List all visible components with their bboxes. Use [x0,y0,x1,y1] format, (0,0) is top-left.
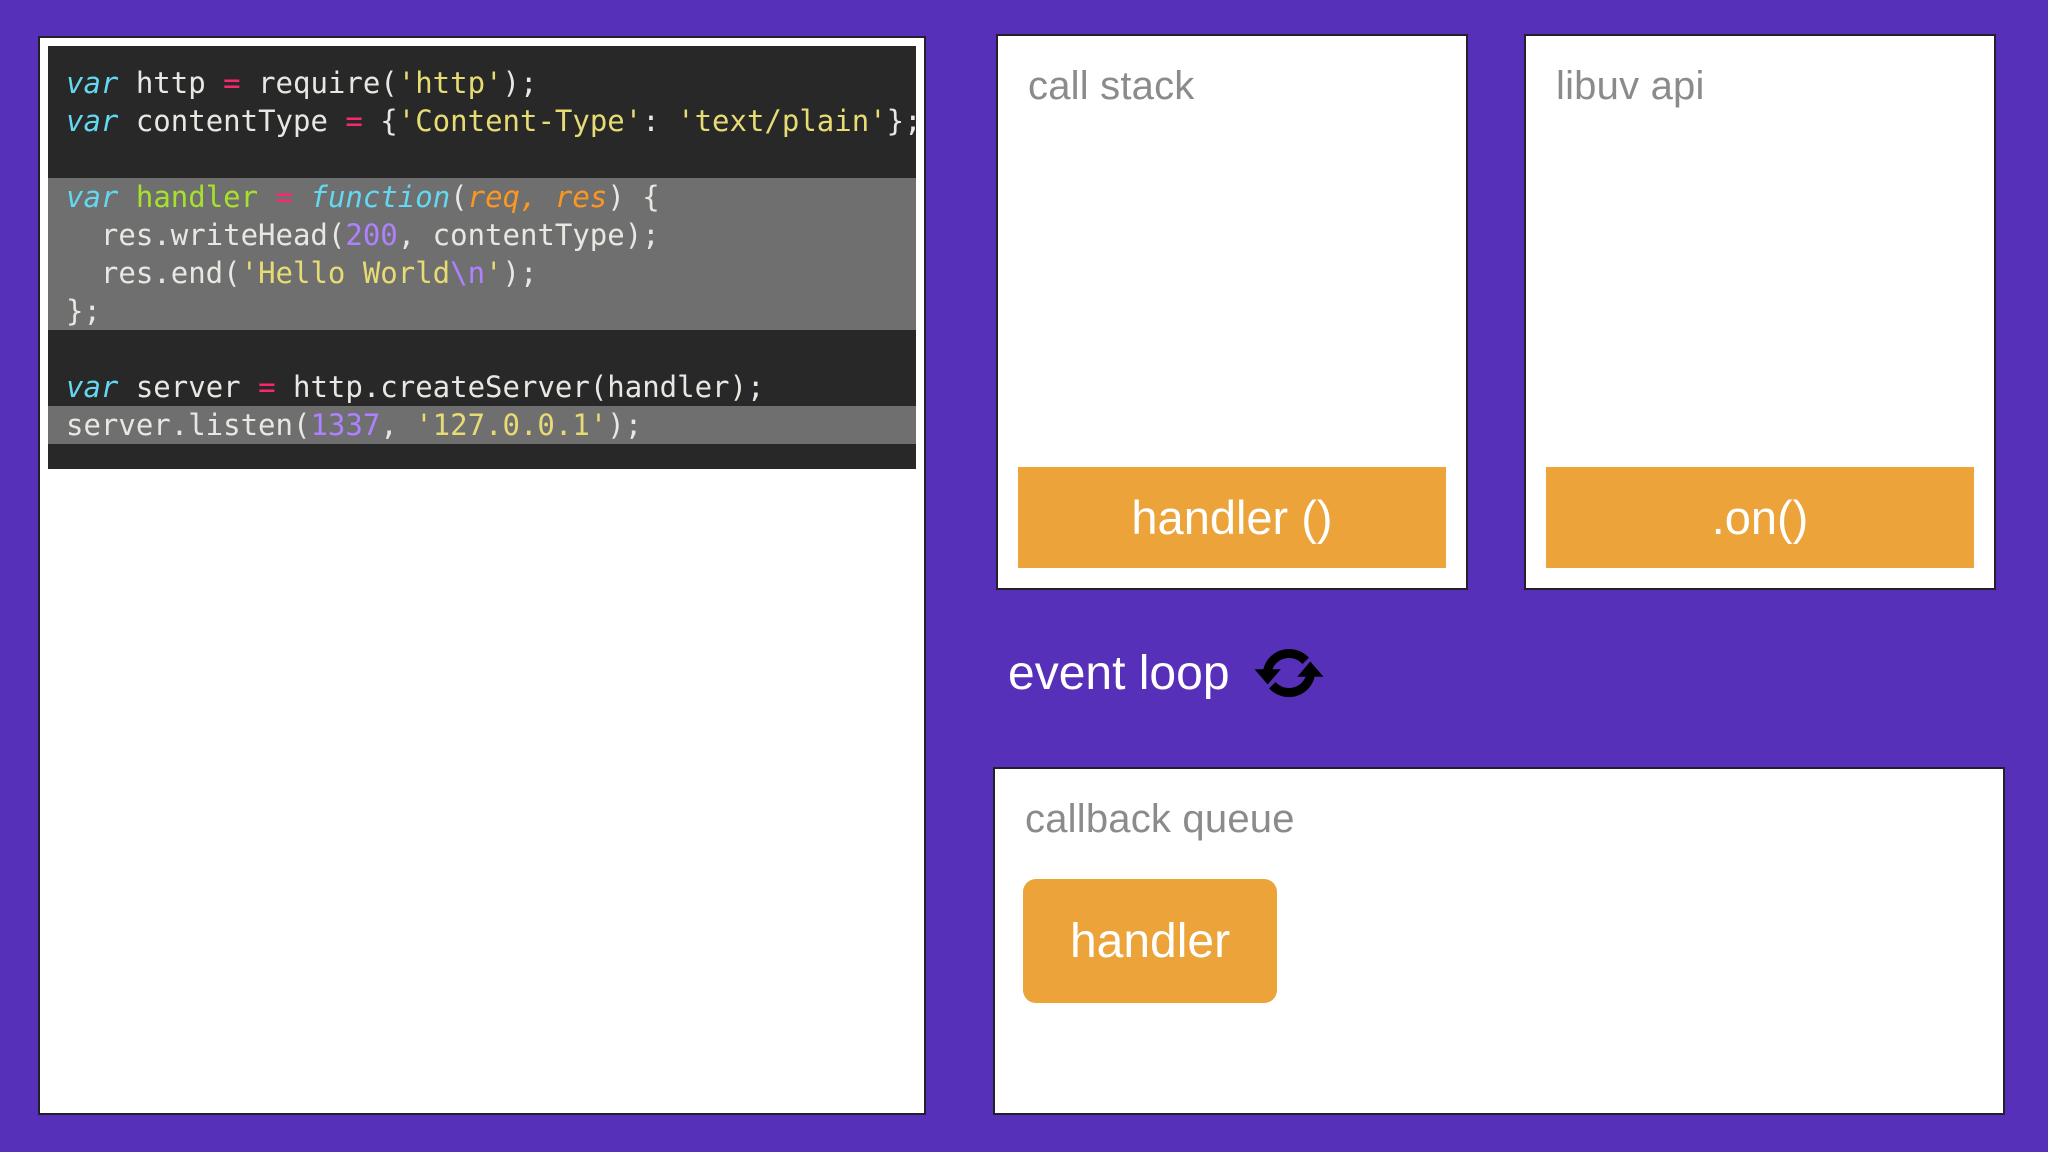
code-token: function [310,180,451,214]
callback-queue-panel: callback queue handler [993,767,2005,1115]
code-token: 'http' [397,66,503,100]
code-token: http [118,66,224,100]
code-token: ) { [607,180,660,214]
code-token: , [380,408,416,442]
code-token: server.listen( [66,408,311,442]
code-block[interactable]: var http = require('http');var contentTy… [48,46,916,469]
code-line: }; [48,292,916,330]
code-token: }; [66,294,101,328]
code-token: 1337 [310,408,381,442]
code-line: var server = http.createServer(handler); [48,368,916,406]
event-loop-label: event loop [1008,646,1230,700]
code-line: server.listen(1337, '127.0.0.1'); [48,406,916,444]
code-line [48,330,916,368]
code-token: var [66,180,119,214]
code-token: = [258,370,276,404]
code-token: \n [450,256,486,290]
code-token [66,332,83,366]
code-token: 200 [345,218,398,252]
call-stack-frame[interactable]: handler () [1018,467,1446,568]
code-token: res.end( [66,256,241,290]
code-token: }; [886,104,916,138]
code-line: var http = require('http'); [48,64,916,102]
code-token: { [362,104,398,138]
code-token [293,180,310,214]
code-token [258,180,275,214]
code-line: var contentType = {'Content-Type': 'text… [48,102,916,140]
code-token [66,142,83,176]
code-token: 'Content-Type' [397,104,643,138]
libuv-api-title: libuv api [1556,64,1705,108]
code-token: var [66,104,119,138]
callback-queue-title: callback queue [1025,797,1295,841]
code-token: , contentType); [397,218,660,252]
code-editor-panel: var http = require('http');var contentTy… [38,36,926,1115]
code-line: var handler = function(req, res) { [48,178,916,216]
libuv-api-frame-label: .on() [1711,491,1809,544]
code-token: = [275,180,294,214]
code-token: require( [240,66,398,100]
code-token: ); [502,256,538,290]
code-token: ' [485,256,503,290]
callback-queue-item[interactable]: handler [1023,879,1277,1003]
event-loop-indicator: event loop [1008,640,1324,706]
code-token: ); [502,66,538,100]
code-token: = [223,66,241,100]
code-token: var [66,370,119,404]
code-token: ); [607,408,643,442]
code-line: res.end('Hello World\n'); [48,254,916,292]
code-token: 'text/plain' [677,104,887,138]
code-token: server [118,370,259,404]
code-token: res.writeHead( [66,218,346,252]
code-line [48,140,916,178]
code-token: '127.0.0.1' [415,408,608,442]
call-stack-frame-label: handler () [1131,491,1333,544]
code-token: = [345,104,363,138]
call-stack-title: call stack [1028,64,1195,108]
code-token: : [642,104,678,138]
code-token: contentType [118,104,346,138]
libuv-api-frame[interactable]: .on() [1546,467,1974,568]
call-stack-panel: call stack handler () [996,34,1468,590]
callback-queue-item-label: handler [1069,914,1231,968]
code-token: var [66,66,119,100]
code-token [118,180,135,214]
refresh-loop-icon [1254,640,1324,706]
code-token: 'Hello World [240,256,451,290]
code-token: handler [135,180,259,214]
code-token: ( [450,180,468,214]
libuv-api-panel: libuv api .on() [1524,34,1996,590]
code-token: http.createServer(handler); [275,370,765,404]
code-token: req, res [467,180,608,214]
code-line: res.writeHead(200, contentType); [48,216,916,254]
